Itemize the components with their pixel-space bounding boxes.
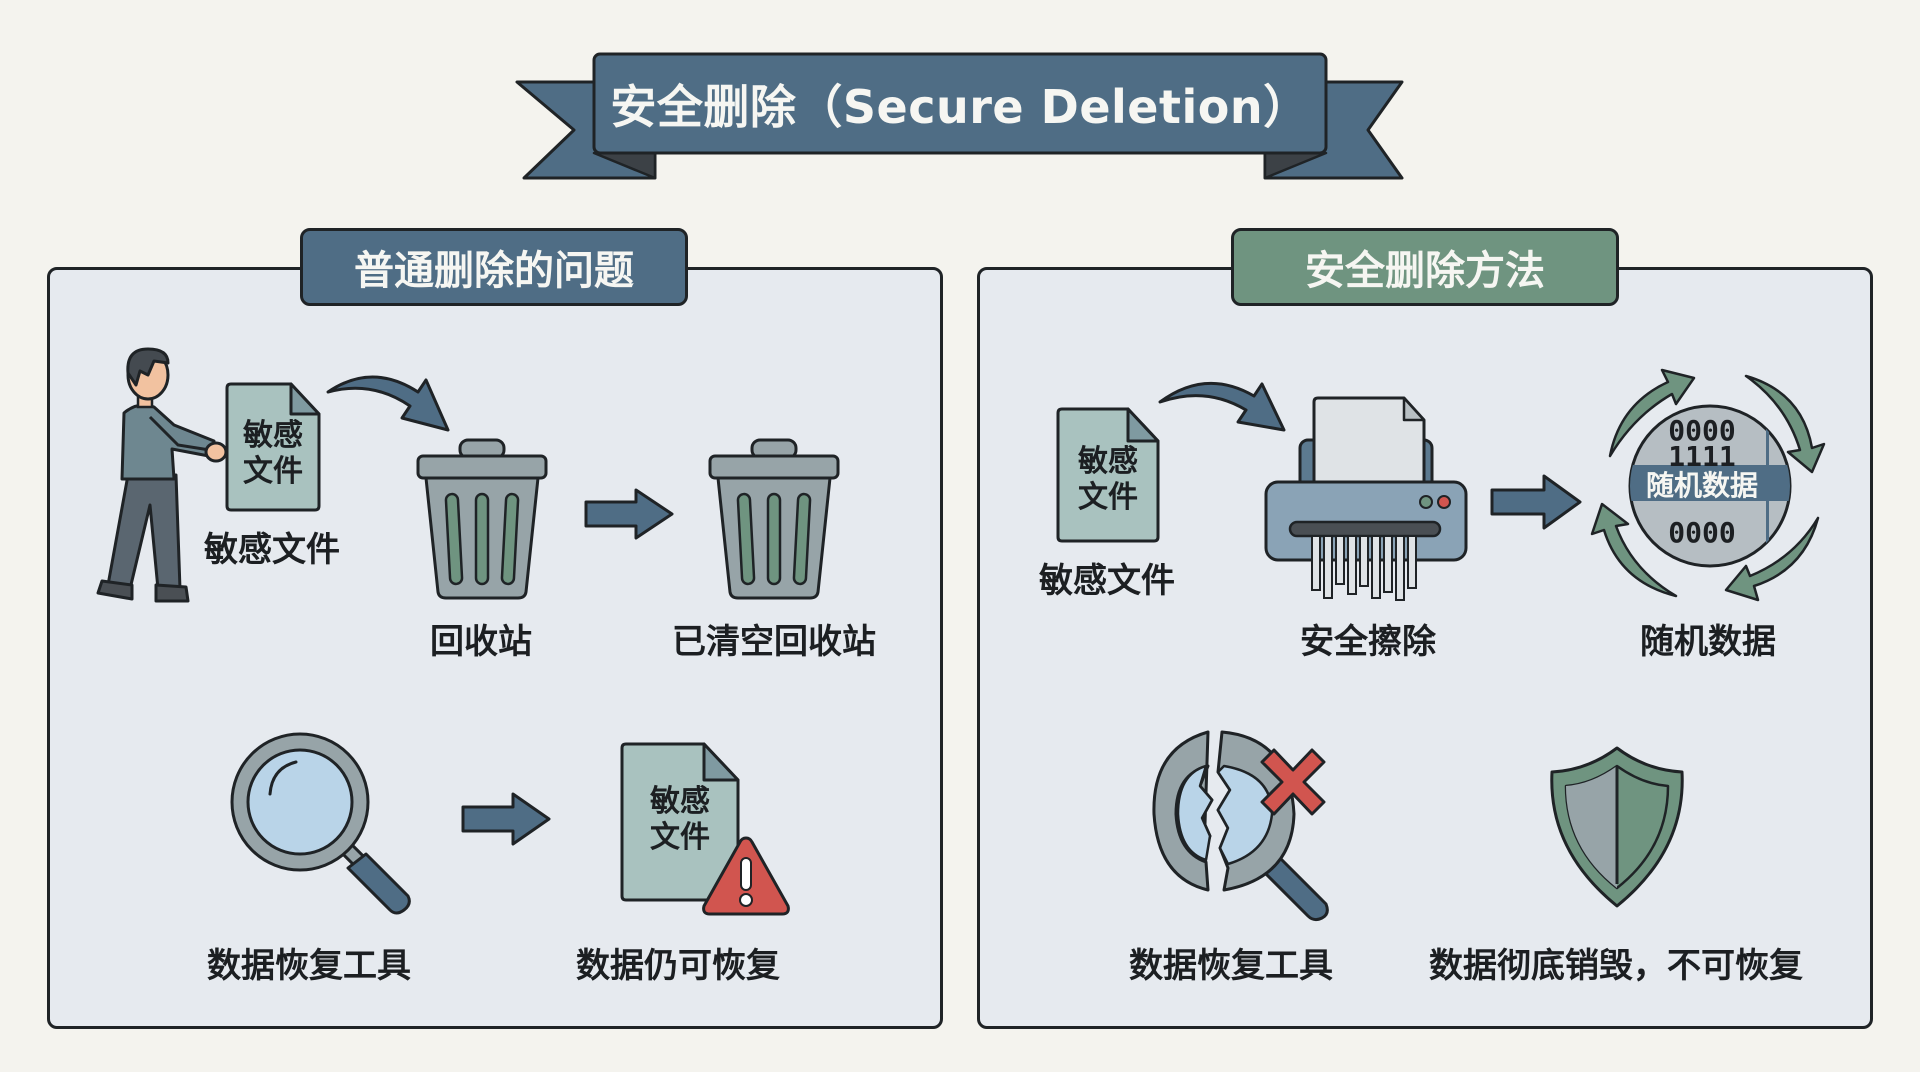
label-sensitive-file: 敏感文件 — [1039, 561, 1175, 601]
cycle-arrow — [1744, 374, 1826, 474]
document-text-line: 文件 — [243, 454, 303, 489]
label-data-still-recoverable: 数据仍可恢复 — [576, 946, 780, 986]
curved-arrow-icon — [326, 375, 450, 432]
random-data-overlay: 随机数据 — [1646, 469, 1758, 502]
document-text-line: 敏感 — [243, 418, 303, 453]
binary-row: 0000 — [1668, 516, 1735, 549]
document-icon — [225, 382, 321, 512]
arrow-right-icon — [461, 792, 551, 846]
cycle-arrow — [1590, 502, 1678, 598]
cycle-arrows-icon: 0000 1111 0000 随机数据 — [1590, 368, 1826, 602]
magnifying-glass-icon — [230, 732, 411, 915]
warning-triangle-icon — [702, 836, 790, 916]
label-sensitive-file: 敏感文件 — [204, 530, 340, 570]
label-random-data: 随机数据 — [1640, 622, 1776, 662]
binary-row: 1111 — [1668, 440, 1735, 473]
document-icon — [1056, 407, 1160, 543]
broken-magnifier-icon — [1152, 730, 1329, 922]
cycle-arrow — [1608, 368, 1696, 458]
label-recycle-bin: 回收站 — [430, 622, 532, 662]
arrow-right-icon — [584, 488, 674, 540]
banner-main — [592, 52, 1328, 155]
panel-normal-deletion — [47, 267, 943, 1029]
panel-title-normal-deletion: 普通删除的问题 — [300, 228, 688, 306]
document-text-line: 敏感 — [650, 784, 710, 819]
label-emptied-recycle-bin: 已清空回收站 — [672, 622, 876, 662]
shield-icon — [1550, 746, 1684, 908]
document-text: 敏感 文件 — [223, 418, 323, 490]
document-text-line: 文件 — [1078, 480, 1138, 515]
document-text-line: 文件 — [650, 820, 710, 855]
curved-arrow-icon — [1158, 381, 1286, 432]
person-carrying-icon — [96, 347, 228, 603]
document-text-line: 敏感 — [1078, 444, 1138, 479]
document-text: 敏感 文件 — [1054, 444, 1162, 516]
cycle-arrow — [1724, 516, 1820, 602]
trash-can-icon — [708, 438, 840, 600]
label-secure-erase: 安全擦除 — [1300, 622, 1436, 662]
x-mark-icon — [1260, 748, 1326, 816]
arrow-right-icon — [1490, 474, 1582, 530]
trash-can-icon — [416, 438, 548, 600]
document-icon — [620, 742, 740, 902]
page-title: 安全删除（Secure Deletion） — [610, 79, 1310, 134]
binary-row: 0000 — [1668, 414, 1735, 447]
document-text: 敏感 文件 — [622, 784, 738, 856]
label-recovery-tool: 数据恢复工具 — [207, 946, 411, 986]
shredder-icon — [1264, 396, 1468, 601]
title-banner — [515, 52, 1404, 180]
label-data-destroyed: 数据彻底销毁，不可恢复 — [1429, 946, 1803, 986]
label-recovery-tool: 数据恢复工具 — [1129, 946, 1333, 986]
panel-title-secure-deletion: 安全删除方法 — [1231, 228, 1619, 306]
